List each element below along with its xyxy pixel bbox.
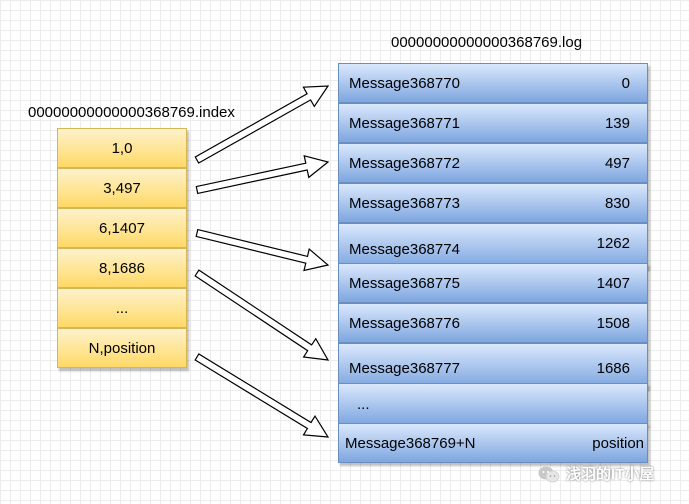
log-message: Message368777 <box>349 360 460 377</box>
watermark: 浅羽的IT小屋 <box>538 463 654 484</box>
log-message: ... <box>357 396 370 413</box>
index-entry-text: 1,0 <box>111 139 133 157</box>
log-entry: Message368776 1508 <box>338 303 648 343</box>
index-entry: ... <box>57 288 187 328</box>
watermark-text: 浅羽的IT小屋 <box>566 466 655 483</box>
index-entry: 8,1686 <box>57 248 187 288</box>
index-entry: 1,0 <box>57 128 187 168</box>
pointer-arrow <box>194 85 330 164</box>
log-entry: Message368775 1407 <box>338 263 648 303</box>
log-offset: 0 <box>621 75 630 92</box>
index-entry-text: N,position <box>88 339 156 357</box>
log-message: Message368771 <box>349 115 460 132</box>
index-entry: 3,497 <box>57 168 187 208</box>
index-entry-text: 3,497 <box>103 179 141 197</box>
log-message: Message368772 <box>349 155 460 172</box>
pointer-arrow <box>195 228 330 272</box>
index-entry: 6,1407 <box>57 208 187 248</box>
log-message: Message368775 <box>349 275 460 292</box>
log-file-title: 00000000000000368769.log <box>391 34 583 51</box>
log-entry: Message368770 0 <box>338 63 648 103</box>
wechat-icon <box>538 466 560 482</box>
log-offset: 830 <box>604 195 630 212</box>
index-entry-text: 8,1686 <box>99 259 145 277</box>
log-entry: Message368769+N position <box>338 423 648 463</box>
log-entry: Message368772 497 <box>338 143 648 183</box>
log-offset: 139 <box>604 115 630 132</box>
log-message: Message368774 <box>349 241 460 258</box>
pointer-arrow <box>194 269 330 361</box>
pointer-arrow <box>195 154 330 195</box>
log-entry: Message368773 830 <box>338 183 648 223</box>
log-message: Message368773 <box>349 195 460 212</box>
log-offset: position <box>592 435 644 452</box>
index-entry-text: 6,1407 <box>99 219 145 237</box>
log-entry: Message368771 139 <box>338 103 648 143</box>
log-offset: 1686 <box>596 360 630 377</box>
log-offset: 1508 <box>596 315 630 332</box>
log-message: Message368769+N <box>345 435 476 452</box>
index-entry-text: ... <box>115 299 129 317</box>
log-offset: 497 <box>604 155 630 172</box>
pointer-arrow <box>194 353 330 438</box>
index-file-title: 00000000000000368769.index <box>28 104 235 121</box>
log-offset: 1407 <box>596 275 630 292</box>
log-message: Message368770 <box>349 75 460 92</box>
log-offset: 1262 <box>596 235 630 252</box>
index-entry: N,position <box>57 328 187 368</box>
log-message: Message368776 <box>349 315 460 332</box>
